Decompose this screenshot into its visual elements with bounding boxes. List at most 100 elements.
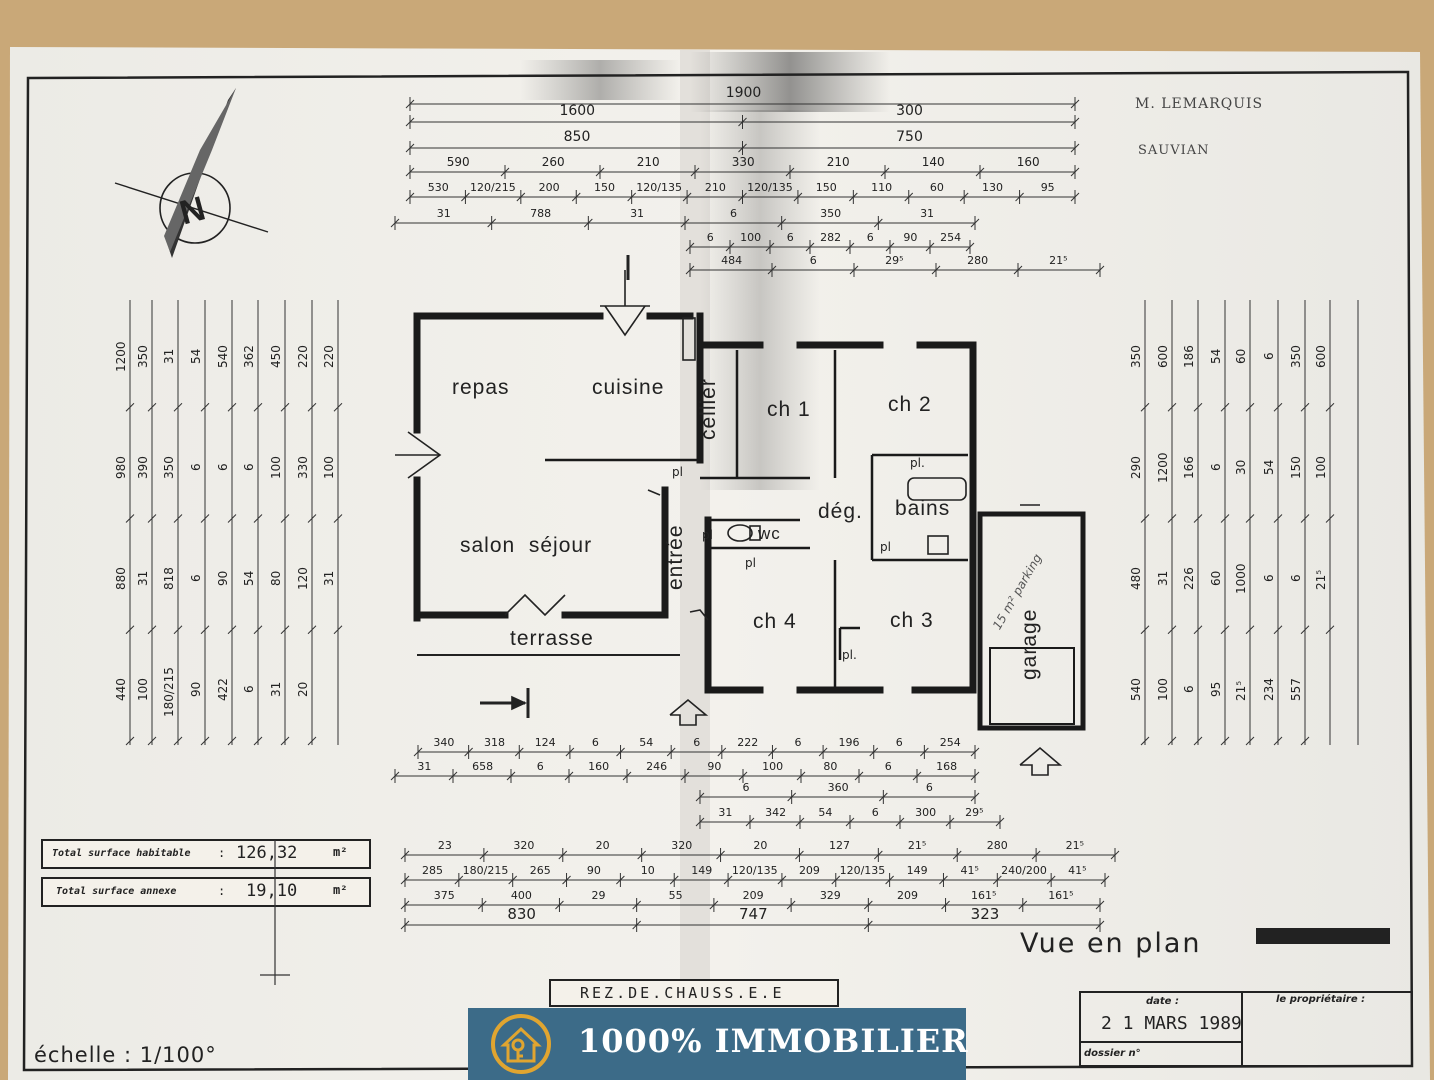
owner-name: M. LEMARQUIS xyxy=(1135,96,1264,112)
dimension-top-row5: 530 xyxy=(427,181,449,194)
placard-4: pl xyxy=(745,556,756,570)
dimension-bot-row1: 222 xyxy=(737,736,759,749)
surface-annexe-sep: : xyxy=(218,884,226,898)
dimension-bot-row5: 23 xyxy=(437,839,452,852)
toner-smear-2 xyxy=(520,60,680,100)
dimension-lines-right xyxy=(1140,300,1359,746)
walls xyxy=(413,312,977,694)
dimension-left: 818 xyxy=(162,567,176,591)
dimension-right: 54 xyxy=(1262,459,1276,475)
dimension-bot-row6: 120/135 xyxy=(839,864,886,877)
surface-habitable-box xyxy=(41,839,371,869)
dimension-left: 6 xyxy=(242,685,256,694)
room-ch1: ch 1 xyxy=(767,398,811,421)
dimension-bot-row8: 830 xyxy=(507,905,536,923)
dimension-bot-row2: 168 xyxy=(936,760,958,773)
surface-annexe-box xyxy=(41,877,371,907)
dimension-left: 100 xyxy=(269,455,283,479)
dimension-bot-row6: 265 xyxy=(529,864,551,877)
dimension-bot-row7: 329 xyxy=(819,889,841,902)
dimension-top-row4: 140 xyxy=(921,155,945,169)
dimension-right: 226 xyxy=(1182,567,1196,591)
dimension-top-row2: 1600 xyxy=(559,103,596,119)
dimension-top-row5: 210 xyxy=(704,181,726,194)
dimension-left: 54 xyxy=(242,570,256,587)
dimension-bot-row1: 6 xyxy=(693,736,701,749)
dimension-bot-row6: 149 xyxy=(906,864,928,877)
owner-label: le propriétaire : xyxy=(1276,994,1366,1005)
dimension-bot-row2: 80 xyxy=(823,760,838,773)
dimension-right: 6 xyxy=(1182,685,1196,694)
dimension-top-row6: 6 xyxy=(730,207,738,220)
dimension-bot-row4: 29⁵ xyxy=(965,806,984,819)
room-repas: repas xyxy=(452,376,510,399)
dimension-right: 54 xyxy=(1209,348,1223,364)
dimension-right: 540 xyxy=(1129,678,1143,702)
dimension-bot-row1: 318 xyxy=(484,736,506,749)
dimension-bot-row1: 124 xyxy=(534,736,556,749)
room-cuisine: cuisine xyxy=(592,376,665,399)
dimension-top-row4: 210 xyxy=(636,155,660,169)
dimension-top-row7: 254 xyxy=(940,231,962,244)
dimension-bot-row5: 20 xyxy=(595,839,610,852)
surface-habitable-unit: m² xyxy=(333,845,348,859)
dimension-lines-bottom xyxy=(390,745,1120,932)
dimension-bot-row2: 658 xyxy=(472,760,494,773)
dimension-bot-row1: 6 xyxy=(895,736,903,749)
level-title: REZ.DE.CHAUSS.E.E xyxy=(580,984,785,1002)
dimension-right: 1200 xyxy=(1156,452,1170,483)
compass: N xyxy=(114,88,269,258)
dimension-left: 6 xyxy=(189,574,203,583)
placard-2: pl. xyxy=(910,456,925,470)
surface-habitable-label: Total surface habitable xyxy=(52,848,191,859)
dimension-right: 166 xyxy=(1182,455,1196,479)
dimension-top-row8: 6 xyxy=(809,254,817,267)
dimension-top-row8: 21⁵ xyxy=(1049,254,1068,267)
dimension-bot-row5: 21⁵ xyxy=(907,839,927,852)
placard-3: pl xyxy=(702,528,713,542)
dimension-right: 234 xyxy=(1262,678,1276,702)
dimension-right: 60 xyxy=(1234,348,1248,364)
dimension-bot-row7: 400 xyxy=(510,889,532,902)
dimension-top-row6: 788 xyxy=(530,207,552,220)
dimension-top-row4: 160 xyxy=(1016,155,1040,169)
surface-annexe-unit: m² xyxy=(333,883,348,897)
dimension-top-row8: 484 xyxy=(721,254,743,267)
dimension-top-row7: 90 xyxy=(903,231,918,244)
paper-sheet xyxy=(8,47,1430,1080)
dimension-top-row6: 350 xyxy=(820,207,842,220)
placard-6: pl. xyxy=(842,648,857,662)
dimension-top-row7: 282 xyxy=(820,231,842,244)
dimension-bot-row2: 246 xyxy=(646,760,668,773)
dimension-top-row4: 260 xyxy=(541,155,565,169)
dimension-right: 60 xyxy=(1209,570,1223,587)
dimension-bot-row8: 747 xyxy=(739,905,768,923)
dimension-bot-row4: 31 xyxy=(718,806,733,819)
owner-place: SAUVIAN xyxy=(1138,143,1210,158)
date-value: 2 1 MARS 1989 xyxy=(1101,1013,1242,1034)
dimension-top-row5: 150 xyxy=(594,181,616,194)
dimension-right: 6 xyxy=(1262,351,1276,360)
dimension-bot-row6: 90 xyxy=(586,864,601,877)
dimension-left: 350 xyxy=(136,344,150,368)
dimension-bot-row5: 127 xyxy=(828,839,850,852)
dimension-top-row5: 130 xyxy=(981,181,1003,194)
dimension-left: 390 xyxy=(136,455,150,479)
dimension-right: 186 xyxy=(1182,344,1196,368)
room-wc: wc xyxy=(758,524,781,543)
dimension-bot-row2: 100 xyxy=(762,760,784,773)
dimension-bot-row7: 375 xyxy=(433,889,455,902)
dimension-left: 90 xyxy=(216,570,230,587)
dimension-bot-row7: 209 xyxy=(742,889,764,902)
view-title-bar xyxy=(1256,928,1390,944)
dimension-top-row1: 1900 xyxy=(725,85,762,101)
dimension-left: 330 xyxy=(296,455,310,479)
dimension-bot-row2: 31 xyxy=(417,760,432,773)
brand-banner: 1000% IMMOBILIER xyxy=(468,1008,968,1080)
dimension-lines-top xyxy=(390,97,1105,277)
dimension-left: 6 xyxy=(189,463,203,471)
cartouche xyxy=(1079,991,1413,1067)
dimension-top-row7: 100 xyxy=(740,231,762,244)
